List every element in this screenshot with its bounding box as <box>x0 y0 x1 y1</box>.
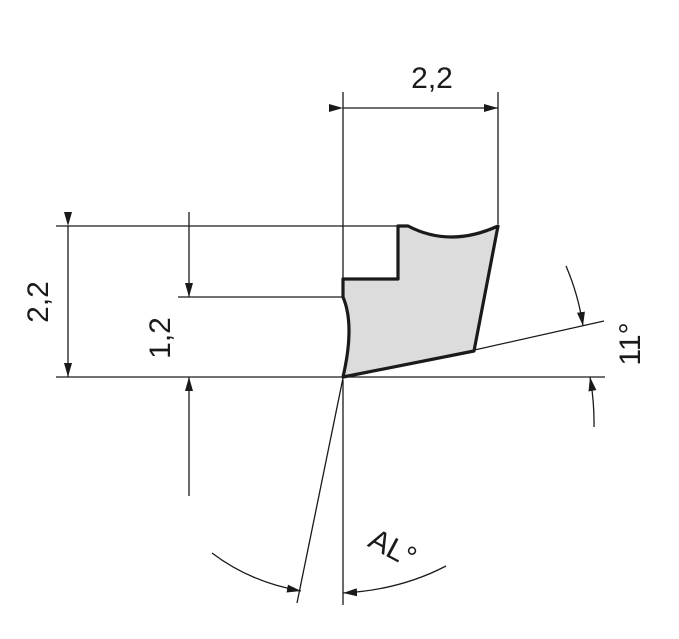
clearance-angle-arc-lower <box>588 376 597 428</box>
left-height-label: 2,2 <box>22 281 55 323</box>
step-height-dimension: 1,2 <box>144 212 193 496</box>
side-angle-arc-left <box>211 552 302 593</box>
insert-profile-shape <box>341 224 500 379</box>
extension-lines <box>56 92 605 605</box>
clearance-angle-label: 11° <box>614 322 647 365</box>
step-height-label: 1,2 <box>144 317 177 359</box>
top-width-dimension: 2,2 <box>329 62 498 112</box>
top-width-label: 2,2 <box>411 62 453 95</box>
side-angle-label: AL° <box>363 523 421 575</box>
side-angle-arc-right <box>342 565 447 597</box>
clearance-angle-line <box>469 320 605 352</box>
left-height-dimension: 2,2 <box>22 212 72 377</box>
side-angle-dimension: AL° <box>211 523 447 597</box>
side-angle-line <box>296 377 344 604</box>
clearance-angle-arc-upper <box>565 265 585 327</box>
clearance-angle-dimension: 11° <box>565 265 647 428</box>
